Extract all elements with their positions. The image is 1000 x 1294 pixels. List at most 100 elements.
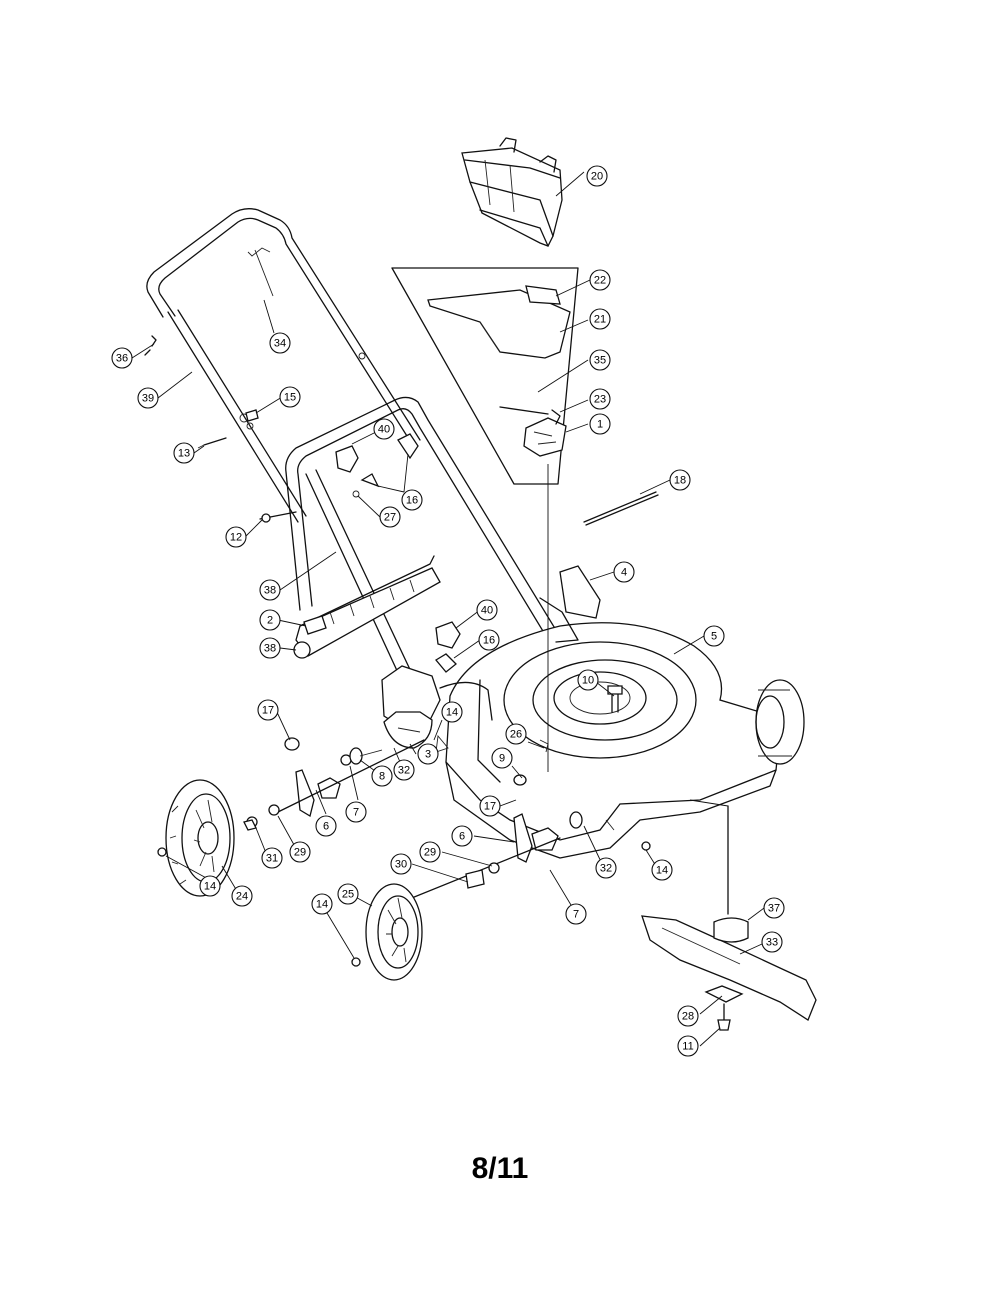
callout-circle — [589, 413, 611, 435]
mulch-plug-inset — [391, 267, 579, 485]
rear-right-wheel — [755, 679, 805, 765]
callout-label: 18 — [674, 475, 686, 487]
callout-c17a: 17 — [257, 699, 279, 721]
lower-handle-knobs — [435, 621, 461, 673]
callout-circle — [199, 875, 221, 897]
callout-label: 32 — [398, 765, 410, 777]
callout-label: 40 — [481, 605, 493, 617]
callout-c11: 11 — [677, 1035, 699, 1057]
callout-circle — [505, 723, 527, 745]
callout-label: 9 — [499, 753, 505, 765]
callout-label: 36 — [116, 353, 128, 365]
page-number: 8/11 — [471, 1152, 529, 1185]
callout-c7b: 7 — [565, 903, 587, 925]
callout-circle — [315, 815, 337, 837]
callout-c7a: 7 — [345, 801, 367, 823]
callout-c17b: 17 — [479, 795, 501, 817]
callout-circle — [589, 269, 611, 291]
callout-label: 6 — [459, 831, 465, 843]
callout-circle — [441, 701, 463, 723]
callout-circle — [703, 625, 725, 647]
callout-circle — [401, 489, 423, 511]
callout-c12: 12 — [225, 526, 247, 548]
callout-label: 16 — [483, 635, 495, 647]
callout-label: 6 — [323, 821, 329, 833]
callout-c25: 25 — [337, 883, 359, 905]
callout-circle — [259, 637, 281, 659]
callout-label: 7 — [353, 807, 359, 819]
height-adjuster — [381, 665, 449, 753]
front-wheel — [351, 883, 423, 981]
callout-label: 30 — [395, 859, 407, 871]
callout-label: 38 — [264, 643, 276, 655]
callout-c5: 5 — [703, 625, 725, 647]
callout-c33: 33 — [761, 931, 783, 953]
mower-deck — [439, 622, 778, 859]
callout-label: 13 — [178, 448, 190, 460]
callout-label: 14 — [316, 899, 328, 911]
callout-label: 37 — [768, 903, 780, 915]
callout-circle — [257, 699, 279, 721]
callout-c3: 3 — [417, 743, 439, 765]
callout-label: 29 — [424, 847, 436, 859]
callout-label: 40 — [378, 424, 390, 436]
callout-circle — [261, 847, 283, 869]
callout-c28: 28 — [677, 1005, 699, 1027]
callout-label: 22 — [594, 275, 606, 287]
callout-circle — [225, 526, 247, 548]
callout-label: 14 — [656, 865, 668, 877]
callout-c2: 2 — [259, 609, 281, 631]
callout-circle — [259, 609, 281, 631]
callout-circle — [371, 765, 393, 787]
callout-c16b: 16 — [478, 629, 500, 651]
callout-c40a: 40 — [373, 418, 395, 440]
callout-circle — [111, 347, 133, 369]
callout-circle — [379, 506, 401, 528]
callout-c37: 37 — [763, 897, 785, 919]
callout-label: 27 — [384, 512, 396, 524]
rear-shield — [293, 555, 441, 659]
callout-circle — [373, 418, 395, 440]
callout-circle — [613, 561, 635, 583]
callout-circle — [669, 469, 691, 491]
callout-label: 25 — [342, 889, 354, 901]
callout-circle — [763, 897, 785, 919]
callout-circle — [417, 743, 439, 765]
callout-circle — [589, 388, 611, 410]
handle-fasteners — [197, 409, 297, 523]
callout-label: 16 — [406, 495, 418, 507]
callout-c14c: 14 — [651, 859, 673, 881]
callout-c14b: 14 — [199, 875, 221, 897]
callout-circle — [595, 857, 617, 879]
callout-c10: 10 — [577, 669, 599, 691]
callout-circle — [337, 883, 359, 905]
callout-c34: 34 — [269, 332, 291, 354]
callout-circle — [393, 759, 415, 781]
callout-c32b: 32 — [595, 857, 617, 879]
callout-label: 21 — [594, 314, 606, 326]
callout-c39: 39 — [137, 387, 159, 409]
callout-label: 28 — [682, 1011, 694, 1023]
callout-c14a: 14 — [441, 701, 463, 723]
callout-circle — [419, 841, 441, 863]
callout-circle — [479, 795, 501, 817]
callout-c8: 8 — [371, 765, 393, 787]
callout-c26: 26 — [505, 723, 527, 745]
callout-circle — [677, 1035, 699, 1057]
callout-circle — [279, 386, 301, 408]
callout-c38a: 38 — [259, 579, 281, 601]
callout-circle — [390, 853, 412, 875]
callout-label: 11 — [682, 1041, 693, 1053]
callout-label: 26 — [510, 729, 522, 741]
callout-label: 17 — [484, 801, 496, 813]
rear-door-bracket — [539, 565, 601, 643]
callout-label: 3 — [425, 749, 431, 761]
callout-c21: 21 — [589, 308, 611, 330]
right-axle-assembly — [391, 774, 651, 907]
callout-label: 34 — [274, 338, 286, 350]
callout-circle — [565, 903, 587, 925]
callout-c27: 27 — [379, 506, 401, 528]
